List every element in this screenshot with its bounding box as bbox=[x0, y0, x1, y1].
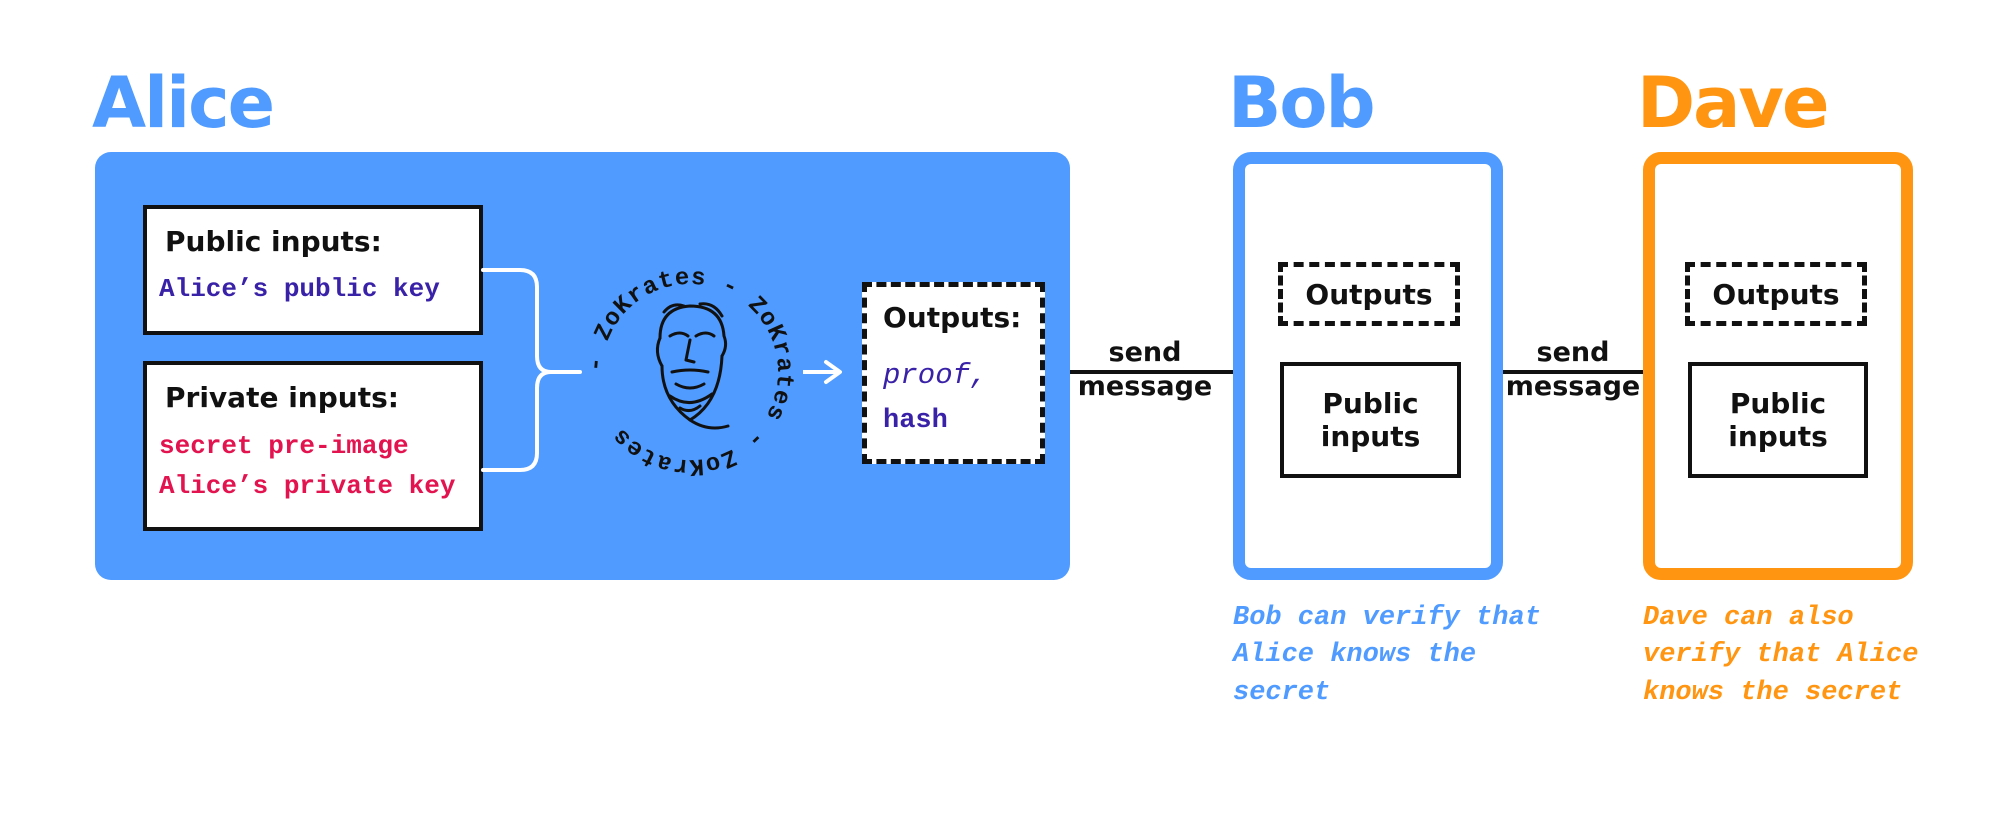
public-inputs-label: Public inputs: bbox=[165, 225, 382, 258]
message-label-line: message bbox=[1077, 370, 1213, 402]
brace-shape bbox=[481, 268, 582, 472]
send-label-line: send bbox=[1536, 337, 1610, 368]
dave-caption: Dave can also verify that Alice knows th… bbox=[1643, 600, 1918, 712]
alice-outputs-label: Outputs: bbox=[883, 301, 1022, 334]
zokrates-logo: - ZoKrates - ZoKrates - ZoKrates bbox=[583, 265, 798, 480]
bob-title: Bob bbox=[1228, 62, 1376, 144]
private-input-value: secret pre-image bbox=[159, 431, 409, 461]
dave-outputs-box: Outputs bbox=[1685, 262, 1867, 326]
send-label-line: send bbox=[1108, 337, 1182, 368]
bob-public-label: Public bbox=[1322, 387, 1419, 420]
message-label-line: message bbox=[1505, 370, 1641, 402]
bob-inputs-label: inputs bbox=[1320, 420, 1421, 453]
dave-public-inputs-box: Public inputs bbox=[1688, 362, 1868, 478]
dave-caption-line: Dave can also bbox=[1643, 603, 1854, 633]
private-input-value: Alice’s private key bbox=[159, 471, 456, 501]
output-hash: hash bbox=[883, 406, 948, 436]
private-inputs-box: Private inputs: secret pre-image Alice’s… bbox=[143, 361, 483, 531]
private-inputs-label: Private inputs: bbox=[165, 381, 399, 414]
output-proof: proof, bbox=[883, 359, 988, 392]
send-message-label-1: send message bbox=[1070, 336, 1220, 404]
bob-caption: Bob can verify that Alice knows the secr… bbox=[1233, 600, 1541, 712]
bob-caption-line: Bob can verify that bbox=[1233, 603, 1541, 633]
bob-caption-line: secret bbox=[1233, 677, 1331, 708]
logo-ring-text: - ZoKrates - ZoKrates - ZoKrates bbox=[583, 265, 798, 480]
dave-caption-line: knows the secret bbox=[1643, 677, 1903, 708]
public-inputs-box: Public inputs: Alice’s public key bbox=[143, 205, 483, 335]
bob-outputs-box: Outputs bbox=[1278, 262, 1460, 326]
white-arrow-head bbox=[824, 360, 842, 384]
socrates-bust-icon bbox=[655, 302, 730, 430]
send-message-label-2: send message bbox=[1498, 336, 1648, 404]
bob-public-inputs-box: Public inputs bbox=[1280, 362, 1461, 478]
alice-title: Alice bbox=[92, 62, 275, 144]
dave-public-label: Public bbox=[1729, 387, 1827, 420]
dave-inputs-label: inputs bbox=[1728, 420, 1828, 453]
alice-outputs-box: Outputs: proof, hash bbox=[862, 282, 1045, 464]
public-input-value: Alice’s public key bbox=[159, 274, 440, 304]
dave-title: Dave bbox=[1637, 62, 1829, 144]
dave-caption-line: verify that Alice bbox=[1643, 640, 1919, 671]
bob-caption-line: Alice knows the bbox=[1233, 640, 1477, 671]
